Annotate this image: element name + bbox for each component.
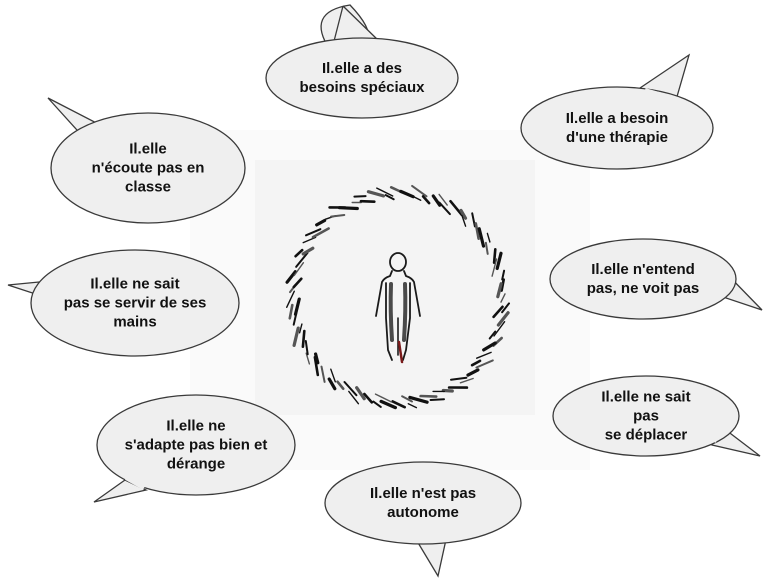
ring-brushstroke bbox=[475, 359, 494, 369]
ring-brushstroke bbox=[285, 270, 297, 284]
ring-brushstroke bbox=[449, 199, 464, 217]
ring-brushstroke bbox=[295, 252, 309, 268]
ring-brushstroke bbox=[293, 262, 305, 277]
person-figure-icon bbox=[375, 252, 421, 364]
bubble-text-ecoute-classe: Il.elle n'écoute pas en classe bbox=[91, 140, 205, 196]
bubble-autonome bbox=[324, 461, 522, 578]
ring-brushstroke bbox=[348, 390, 360, 405]
ring-brushstroke bbox=[336, 380, 345, 391]
bubble-adapte-derange bbox=[93, 394, 296, 503]
ring-brushstroke bbox=[484, 241, 489, 255]
ring-brushstroke bbox=[376, 187, 394, 197]
bubble-text-adapte-derange: Il.elle ne s'adapte pas bien et dérange bbox=[124, 417, 268, 473]
ring-brushstroke bbox=[482, 341, 497, 352]
bubble-text-servir-mains: Il.elle ne sait pas se servir de ses mai… bbox=[63, 275, 207, 331]
ring-brushstroke bbox=[330, 368, 336, 383]
ring-brushstroke bbox=[477, 227, 486, 248]
ring-brushstroke bbox=[406, 192, 422, 202]
ring-brushstroke bbox=[492, 248, 497, 265]
ring-brushstroke bbox=[421, 195, 431, 205]
ring-brushstroke bbox=[407, 403, 418, 409]
ring-brushstroke bbox=[353, 195, 367, 198]
ring-brushstroke bbox=[391, 400, 407, 409]
ring-brushstroke bbox=[313, 355, 320, 377]
ring-brushstroke bbox=[438, 193, 448, 206]
ring-brushstroke bbox=[311, 227, 330, 239]
ring-brushstroke bbox=[343, 381, 358, 397]
ring-brushstroke bbox=[496, 282, 503, 299]
bubble-se-deplacer bbox=[552, 375, 761, 457]
ring-brushstroke bbox=[486, 232, 491, 243]
ring-brushstroke bbox=[304, 340, 309, 356]
ring-brushstroke bbox=[337, 206, 359, 211]
ring-brushstroke bbox=[500, 278, 506, 292]
ring-brushstroke bbox=[476, 351, 492, 359]
ring-brushstroke bbox=[374, 393, 393, 403]
ring-brushstroke bbox=[286, 290, 295, 308]
ring-brushstroke bbox=[320, 365, 326, 383]
ring-brushstroke bbox=[298, 323, 303, 334]
ring-brushstroke bbox=[293, 297, 301, 316]
ring-brushstroke bbox=[330, 214, 346, 218]
ring-brushstroke bbox=[492, 305, 504, 319]
ring-brushstroke bbox=[408, 395, 429, 404]
bubble-besoin-therapie bbox=[520, 53, 714, 170]
ring-brushstroke bbox=[294, 248, 304, 258]
ring-brushstroke bbox=[301, 246, 315, 256]
bubble-text-autonome: Il.elle n'est pas autonome bbox=[369, 485, 477, 521]
ring-brushstroke bbox=[384, 194, 395, 201]
ring-brushstroke bbox=[314, 352, 320, 365]
brushstroke-circle-icon bbox=[285, 184, 510, 410]
ring-brushstroke bbox=[327, 377, 337, 391]
ring-brushstroke bbox=[379, 399, 397, 410]
ring-brushstroke bbox=[401, 395, 413, 403]
ring-brushstroke bbox=[359, 199, 376, 203]
ring-brushstroke bbox=[411, 184, 428, 198]
ring-brushstroke bbox=[292, 277, 303, 289]
ring-brushstroke bbox=[441, 388, 454, 393]
ring-brushstroke bbox=[495, 251, 503, 271]
ring-brushstroke bbox=[459, 208, 468, 220]
ring-brushstroke bbox=[372, 400, 382, 408]
ring-brushstroke bbox=[315, 218, 327, 227]
ring-brushstroke bbox=[305, 228, 322, 237]
bubble-ecoute-classe bbox=[47, 97, 246, 224]
ring-brushstroke bbox=[431, 194, 442, 207]
ring-brushstroke bbox=[301, 329, 306, 349]
ring-brushstroke bbox=[305, 352, 311, 365]
bubble-text-entend-voit: Il.elle n'entend pas, ne voit pas bbox=[586, 261, 700, 297]
ring-brushstroke bbox=[292, 326, 300, 347]
bubble-servir-mains bbox=[7, 249, 240, 357]
ring-brushstroke bbox=[288, 303, 294, 320]
ring-brushstroke bbox=[419, 394, 438, 398]
ring-brushstroke bbox=[466, 368, 480, 377]
ring-brushstroke bbox=[491, 258, 498, 277]
ring-brushstroke bbox=[438, 201, 451, 216]
ring-brushstroke bbox=[429, 398, 445, 401]
ring-brushstroke bbox=[461, 214, 467, 227]
ring-brushstroke bbox=[366, 190, 386, 198]
bubble-entend-voit bbox=[549, 238, 763, 320]
ring-brushstroke bbox=[501, 269, 506, 281]
bubble-text-se-deplacer: Il.elle ne sait pas se déplacer bbox=[601, 388, 691, 444]
bubble-text-besoins-speciaux: Il.elle a des besoins spéciaux bbox=[299, 60, 425, 96]
ring-brushstroke bbox=[363, 392, 374, 404]
ring-brushstroke bbox=[471, 212, 476, 228]
ring-brushstroke bbox=[496, 311, 510, 327]
ring-brushstroke bbox=[459, 377, 474, 384]
ring-brushstroke bbox=[474, 222, 480, 240]
ring-brushstroke bbox=[488, 330, 497, 340]
ring-brushstroke bbox=[355, 386, 366, 401]
bubble-besoins-speciaux bbox=[265, 4, 459, 119]
ring-brushstroke bbox=[470, 359, 482, 367]
ring-brushstroke bbox=[501, 302, 510, 314]
ring-brushstroke bbox=[493, 321, 506, 337]
bubble-text-besoin-therapie: Il.elle a besoin d'une thérapie bbox=[565, 110, 669, 146]
ring-brushstroke bbox=[450, 376, 468, 381]
center-panel-inner bbox=[255, 160, 535, 415]
ring-brushstroke bbox=[500, 293, 506, 303]
